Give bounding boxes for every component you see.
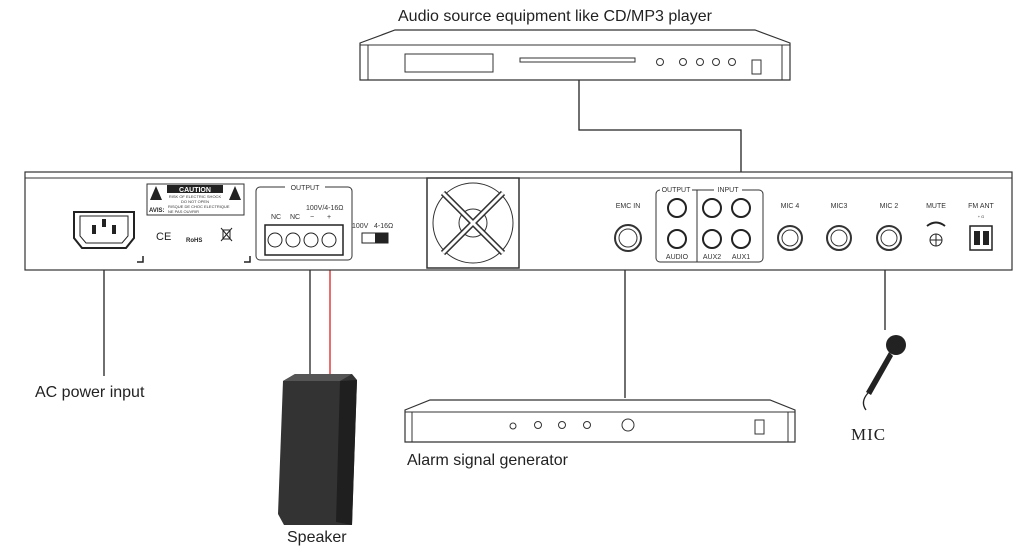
svg-text:NE PAS OUVRIR: NE PAS OUVRIR	[168, 209, 199, 214]
mic4-jack[interactable]	[777, 225, 803, 251]
caution-label: CAUTION RISK OF ELECTRIC SHOCK DO NOT OP…	[146, 183, 245, 216]
audio-source-label: Audio source equipment like CD/MP3 playe…	[398, 8, 713, 25]
speaker-cabinet	[278, 374, 357, 525]
amplifier-rear-panel: CAUTION RISK OF ELECTRIC SHOCK DO NOT OP…	[24, 171, 1013, 271]
svg-text:AUX1: AUX1	[732, 254, 750, 261]
svg-text:RISQUE DE CHOC ELECTRIQUE: RISQUE DE CHOC ELECTRIQUE	[168, 204, 230, 209]
mic-label: MIC	[851, 425, 886, 444]
rca-jacks[interactable]	[667, 198, 751, 249]
svg-text:100V/4-16Ω: 100V/4-16Ω	[306, 205, 344, 212]
svg-text:EMC IN: EMC IN	[616, 203, 641, 210]
cd-player	[359, 29, 791, 81]
svg-text:+ G: + G	[978, 214, 985, 219]
mic2-jack[interactable]	[876, 225, 902, 251]
rohs-mark: RoHS	[186, 238, 202, 244]
svg-text:AVIS:: AVIS:	[149, 208, 165, 214]
svg-text:MIC 4: MIC 4	[781, 203, 800, 210]
svg-text:INPUT: INPUT	[718, 187, 740, 194]
ac-inlet	[73, 211, 135, 249]
mic3-jack[interactable]	[826, 225, 852, 251]
svg-text:NC: NC	[290, 214, 300, 221]
svg-text:NC: NC	[271, 214, 281, 221]
svg-text:RISK OF ELECTRIC SHOCK: RISK OF ELECTRIC SHOCK	[169, 194, 222, 199]
svg-text:CAUTION: CAUTION	[179, 187, 211, 194]
svg-text:OUTPUT: OUTPUT	[662, 187, 692, 194]
impedance-switch[interactable]	[361, 232, 389, 244]
speaker-label: Speaker	[287, 529, 347, 546]
svg-text:AUDIO: AUDIO	[666, 254, 689, 261]
svg-text:AUX2: AUX2	[703, 254, 721, 261]
svg-text:OUTPUT: OUTPUT	[291, 185, 321, 192]
svg-text:100V: 100V	[352, 223, 369, 230]
svg-text:+: +	[327, 214, 331, 221]
alarm-generator-label: Alarm signal generator	[407, 452, 569, 469]
speaker-output-block: OUTPUT 100V/4-16Ω NC NC − +	[255, 183, 353, 261]
rca-group: OUTPUT INPUT AUDIO AUX2 AUX1	[655, 185, 764, 263]
mute-knob[interactable]	[926, 221, 946, 247]
svg-text:4-16Ω: 4-16Ω	[374, 223, 393, 230]
weee-bin-icon	[220, 227, 233, 242]
svg-text:−: −	[310, 214, 314, 221]
emc-in-jack[interactable]	[614, 224, 642, 252]
svg-text:MIC3: MIC3	[831, 203, 848, 210]
svg-text:MIC 2: MIC 2	[880, 203, 899, 210]
fm-antenna-terminal[interactable]	[969, 225, 993, 251]
svg-text:FM ANT: FM ANT	[968, 203, 994, 210]
ac-power-label: AC power input	[35, 384, 145, 401]
svg-text:DO NOT OPEN: DO NOT OPEN	[181, 199, 209, 204]
alarm-signal-generator	[404, 399, 796, 443]
ce-mark: CE	[156, 231, 171, 243]
microphone-icon	[862, 335, 906, 411]
svg-text:MUTE: MUTE	[926, 203, 946, 210]
cooling-fan	[426, 177, 520, 269]
